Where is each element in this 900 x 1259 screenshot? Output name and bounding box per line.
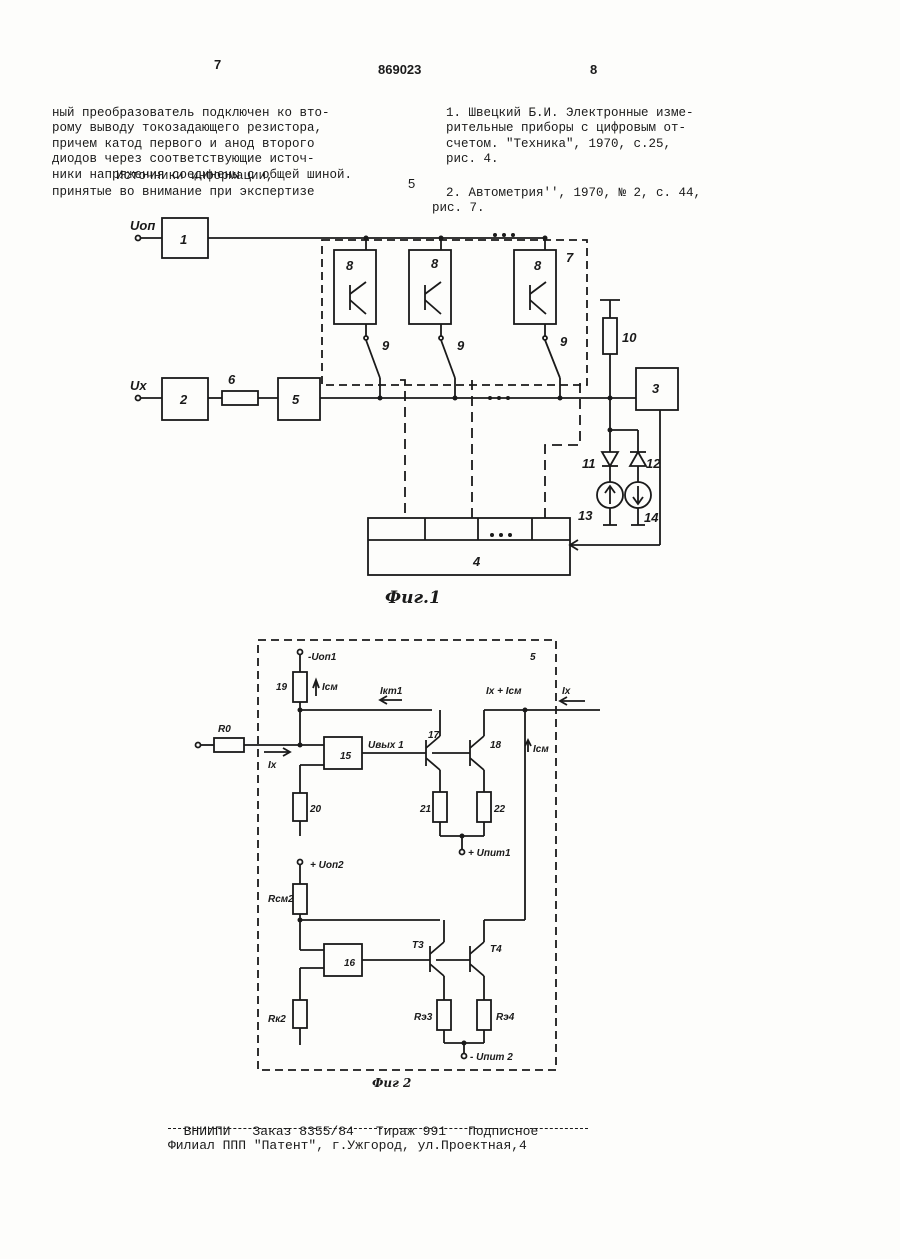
label-resistor-19: 19 [276, 682, 288, 693]
footer-type: Подписное [468, 1124, 538, 1139]
footer-divider [168, 1128, 588, 1129]
label-i-kt1: Iкт1 [380, 686, 403, 697]
label-transistor-18: 18 [490, 740, 502, 751]
opamp-16 [324, 944, 362, 976]
figure-2-caption: Фиг 2 [372, 1076, 411, 1090]
footer-run: Тираж 991 [376, 1124, 446, 1139]
label-transistor-t4: Т4 [490, 944, 502, 955]
label-r-k2: Rк2 [268, 1014, 286, 1025]
resistor-22 [477, 792, 491, 822]
label-r-e3: Rэ3 [414, 1012, 433, 1023]
footer-order: Заказ 8355/84 [252, 1124, 353, 1139]
footer-branch: Филиал ППП "Патент", г.Ужгород, ул.Проек… [168, 1138, 527, 1154]
label-i-cm: Iсм [322, 682, 338, 693]
label-u-op1: -Uоп1 [308, 652, 337, 663]
resistor-20 [293, 793, 307, 821]
label-u-op2: + Uоп2 [310, 860, 344, 871]
label-opamp-16: 16 [344, 958, 356, 969]
label-ix-in: Iх [268, 760, 277, 771]
label-resistor-21: 21 [419, 804, 432, 815]
resistor-re4 [477, 1000, 491, 1030]
label-u-pit1: + Uпит1 [468, 848, 511, 859]
label-ix-out: Iх [562, 686, 571, 697]
resistor-19 [293, 672, 307, 702]
footer-line-1: ВНИИПИ Заказ 8355/84 Тираж 991 Подписное [168, 1108, 538, 1139]
label-resistor-20: 20 [309, 804, 322, 815]
label-block-id: 5 [530, 652, 536, 663]
block-5-boundary [258, 640, 556, 1070]
label-transistor-17: 17 [428, 730, 440, 741]
label-u-pit2: - Uпит 2 [470, 1052, 513, 1063]
label-transistor-t3: Т3 [412, 940, 424, 951]
label-r0: R0 [218, 724, 231, 735]
resistor-21 [433, 792, 447, 822]
label-opamp-15: 15 [340, 751, 352, 762]
resistor-r0 [214, 738, 244, 752]
resistor-rk2 [293, 1000, 307, 1028]
resistor-rcm2 [293, 884, 307, 914]
label-ix-plus-icm: Iх + Iсм [486, 686, 522, 697]
label-i-cm2: Iсм [533, 744, 549, 755]
label-u-vyx: Uвых 1 [368, 740, 404, 751]
footer-org: ВНИИПИ [184, 1124, 231, 1139]
label-r-cm2: Rсм2 [268, 894, 294, 905]
resistor-re3 [437, 1000, 451, 1030]
label-r-e4: Rэ4 [496, 1012, 515, 1023]
label-resistor-22: 22 [493, 804, 506, 815]
